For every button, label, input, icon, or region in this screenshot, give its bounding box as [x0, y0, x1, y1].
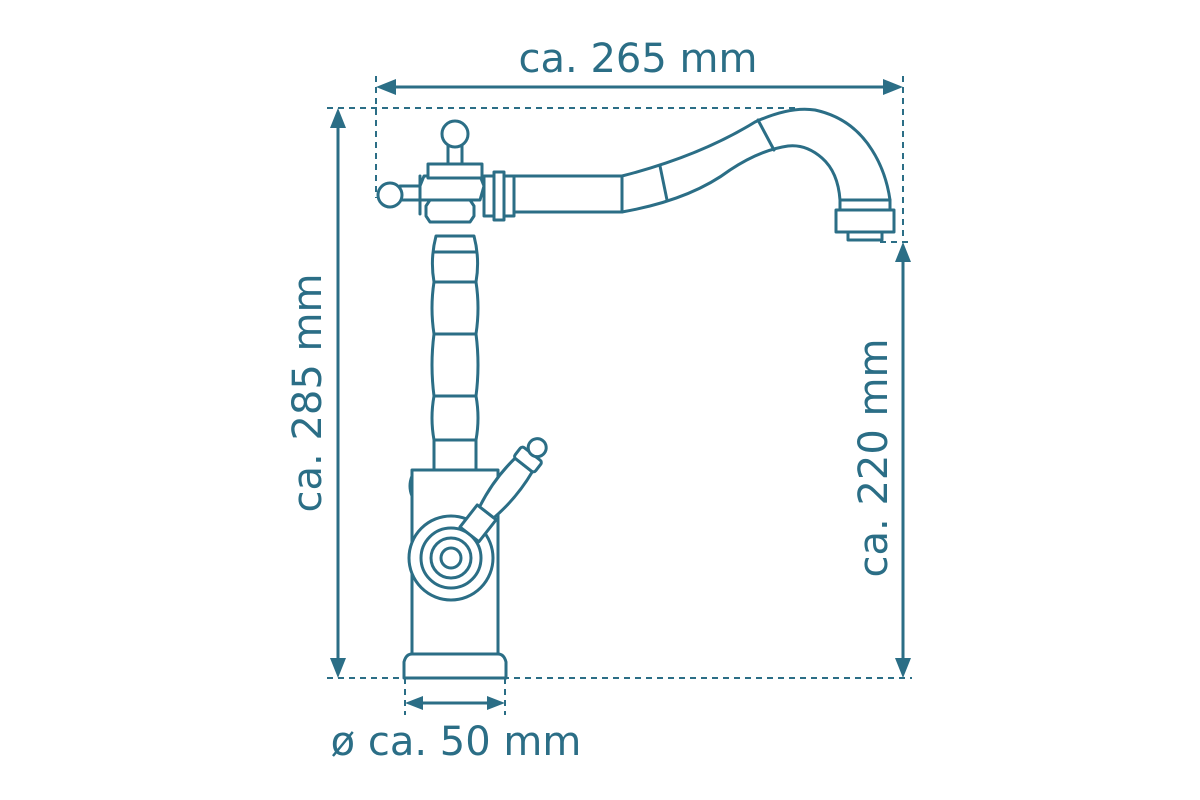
lever-base-center — [439, 546, 463, 570]
base-diameter-dimension: ø ca. 50 mm — [331, 696, 582, 765]
spout-joint-3 — [756, 118, 776, 152]
width-arrow-right — [883, 79, 903, 95]
width-arrow-left — [376, 79, 396, 95]
width-label: ca. 265 mm — [519, 36, 758, 82]
hub — [418, 174, 486, 202]
top-knob — [440, 119, 470, 149]
height-arrow-bottom — [330, 658, 346, 678]
base-arrow-left — [405, 696, 423, 710]
spout-height-arrow-bottom — [895, 658, 911, 678]
height-dimension: ca. 285 mm — [285, 108, 346, 678]
reference-lines — [327, 76, 912, 715]
top-knob-stem — [446, 144, 464, 166]
faucet-outline — [376, 107, 896, 680]
column-segment-3 — [430, 280, 480, 336]
hub-cap — [426, 162, 484, 180]
base-foot — [402, 652, 508, 680]
aerator-body — [834, 208, 896, 234]
column-segment-2 — [430, 332, 480, 398]
height-label: ca. 285 mm — [285, 274, 331, 513]
height-arrow-top — [330, 108, 346, 128]
lever-tip — [526, 437, 548, 459]
body-tab — [408, 474, 414, 498]
column-segment-4 — [430, 234, 480, 284]
width-dimension: ca. 265 mm — [376, 36, 903, 95]
column-neck — [432, 438, 478, 472]
lever-handle — [458, 437, 548, 544]
base-diameter-label: ø ca. 50 mm — [331, 719, 582, 765]
spout-height-label: ca. 220 mm — [851, 339, 897, 578]
spout-height-arrow-top — [895, 242, 911, 262]
side-knob — [376, 181, 404, 209]
aerator-tip — [846, 230, 884, 242]
spout-joint-2 — [658, 164, 669, 202]
base-arrow-right — [487, 696, 505, 710]
hub-lower — [424, 198, 476, 224]
spout-tube — [512, 107, 892, 214]
spout-height-dimension: ca. 220 mm — [851, 242, 911, 678]
column-segment-1 — [430, 394, 480, 442]
